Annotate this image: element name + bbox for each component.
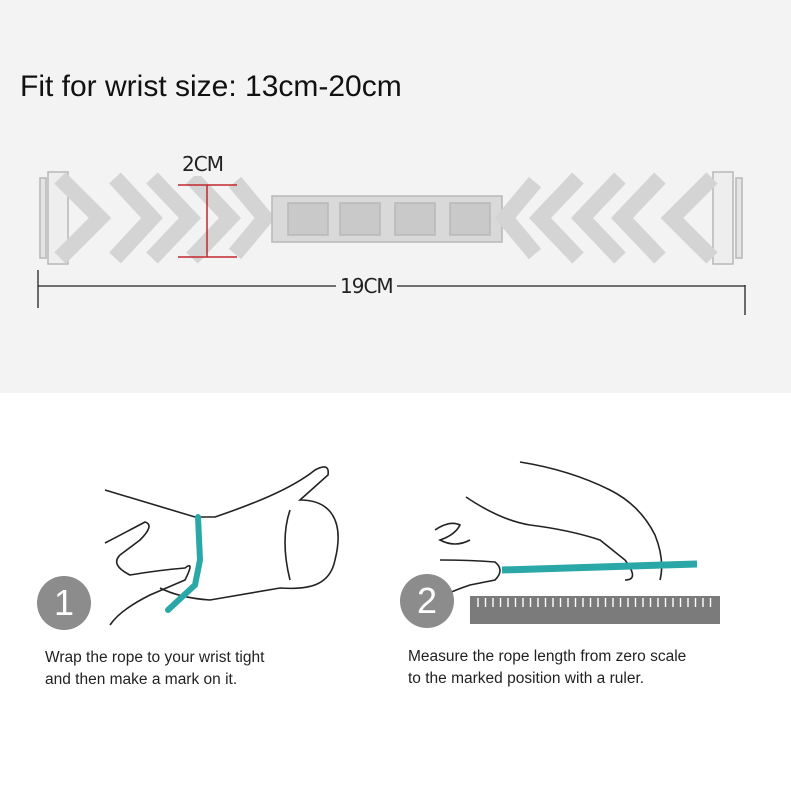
band-length-label: 19CM — [336, 274, 397, 298]
step-2-badge: 2 — [400, 574, 454, 628]
rope-step-2 — [501, 560, 698, 574]
wrist-hand-illustration — [104, 466, 339, 626]
ruler — [470, 596, 720, 624]
watch-band — [39, 171, 743, 265]
step-1-badge: 1 — [37, 576, 91, 630]
band-width-label: 2CM — [178, 152, 227, 176]
step-2-line-2: to the marked position with a ruler. — [408, 670, 645, 687]
step-1-line-1: Wrap the rope to your wrist tight — [45, 649, 265, 666]
step-1-line-2: and then make a mark on it. — [45, 671, 238, 688]
width-measure — [178, 184, 237, 258]
rope-step-1 — [165, 514, 204, 613]
step-1-caption: Wrap the rope to your wrist tight and th… — [45, 647, 264, 691]
step-2-caption: Measure the rope length from zero scale … — [408, 646, 686, 690]
wrist-size-title: Fit for wrist size: 13cm-20cm — [20, 70, 402, 103]
step-2-line-1: Measure the rope length from zero scale — [408, 648, 687, 665]
measuring-hands-illustration — [434, 461, 663, 596]
